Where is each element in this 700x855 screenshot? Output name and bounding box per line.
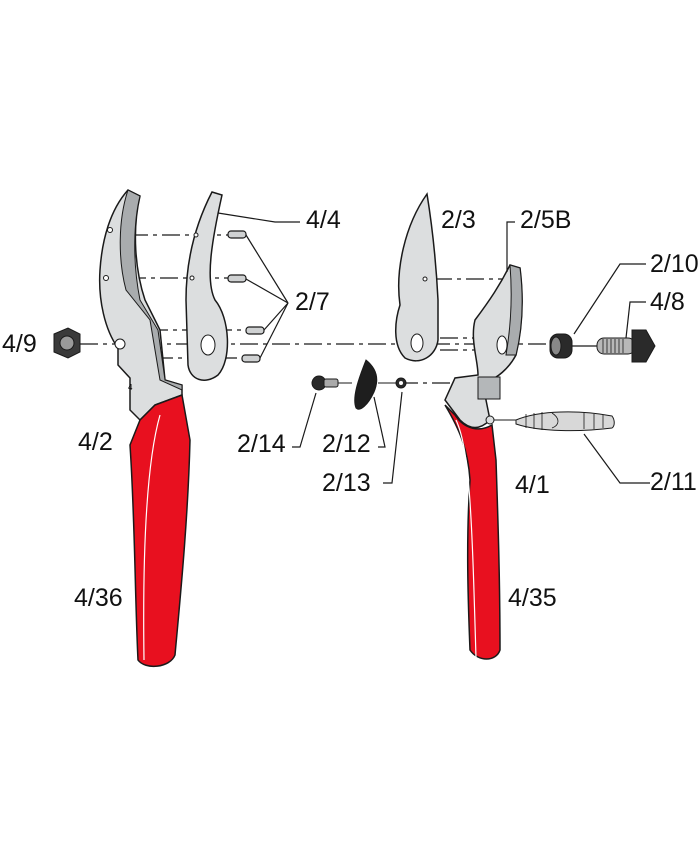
label-4-8: 4/8 xyxy=(650,288,685,316)
small-screw xyxy=(311,375,352,391)
label-4-1: 4/1 xyxy=(515,471,550,499)
washer xyxy=(395,377,407,389)
rivet-pins xyxy=(227,230,265,363)
bolt xyxy=(596,329,656,363)
catch xyxy=(354,359,378,410)
label-2-5b: 2/5B xyxy=(520,206,572,234)
label-4-4: 4/4 xyxy=(306,206,341,234)
spring xyxy=(494,411,615,432)
label-2-3: 2/3 xyxy=(441,206,476,234)
cutting-blade xyxy=(395,192,439,362)
label-2-13: 2/13 xyxy=(322,469,371,497)
anvil-insert xyxy=(185,191,229,381)
label-2-10: 2/10 xyxy=(650,250,699,278)
label-2-11: 2/11 xyxy=(650,468,697,496)
leader-lines xyxy=(217,212,650,484)
upper-handle-assembly xyxy=(444,264,523,660)
lower-handle-grip xyxy=(129,393,191,667)
nut xyxy=(53,327,81,359)
label-2-14: 2/14 xyxy=(237,430,286,458)
label-4-9: 4/9 xyxy=(2,330,37,358)
label-4-35: 4/35 xyxy=(508,584,557,612)
label-2-12: 2/12 xyxy=(322,430,371,458)
handle-stamp: 4 xyxy=(128,383,133,392)
label-4-36: 4/36 xyxy=(74,584,123,612)
lower-blade-inner xyxy=(119,189,183,391)
lower-handle-assembly: 4 xyxy=(98,189,191,667)
label-2-7: 2/7 xyxy=(295,288,330,316)
upper-handle-grip xyxy=(444,404,501,660)
bushing xyxy=(549,333,573,359)
label-4-2: 4/2 xyxy=(78,428,113,456)
